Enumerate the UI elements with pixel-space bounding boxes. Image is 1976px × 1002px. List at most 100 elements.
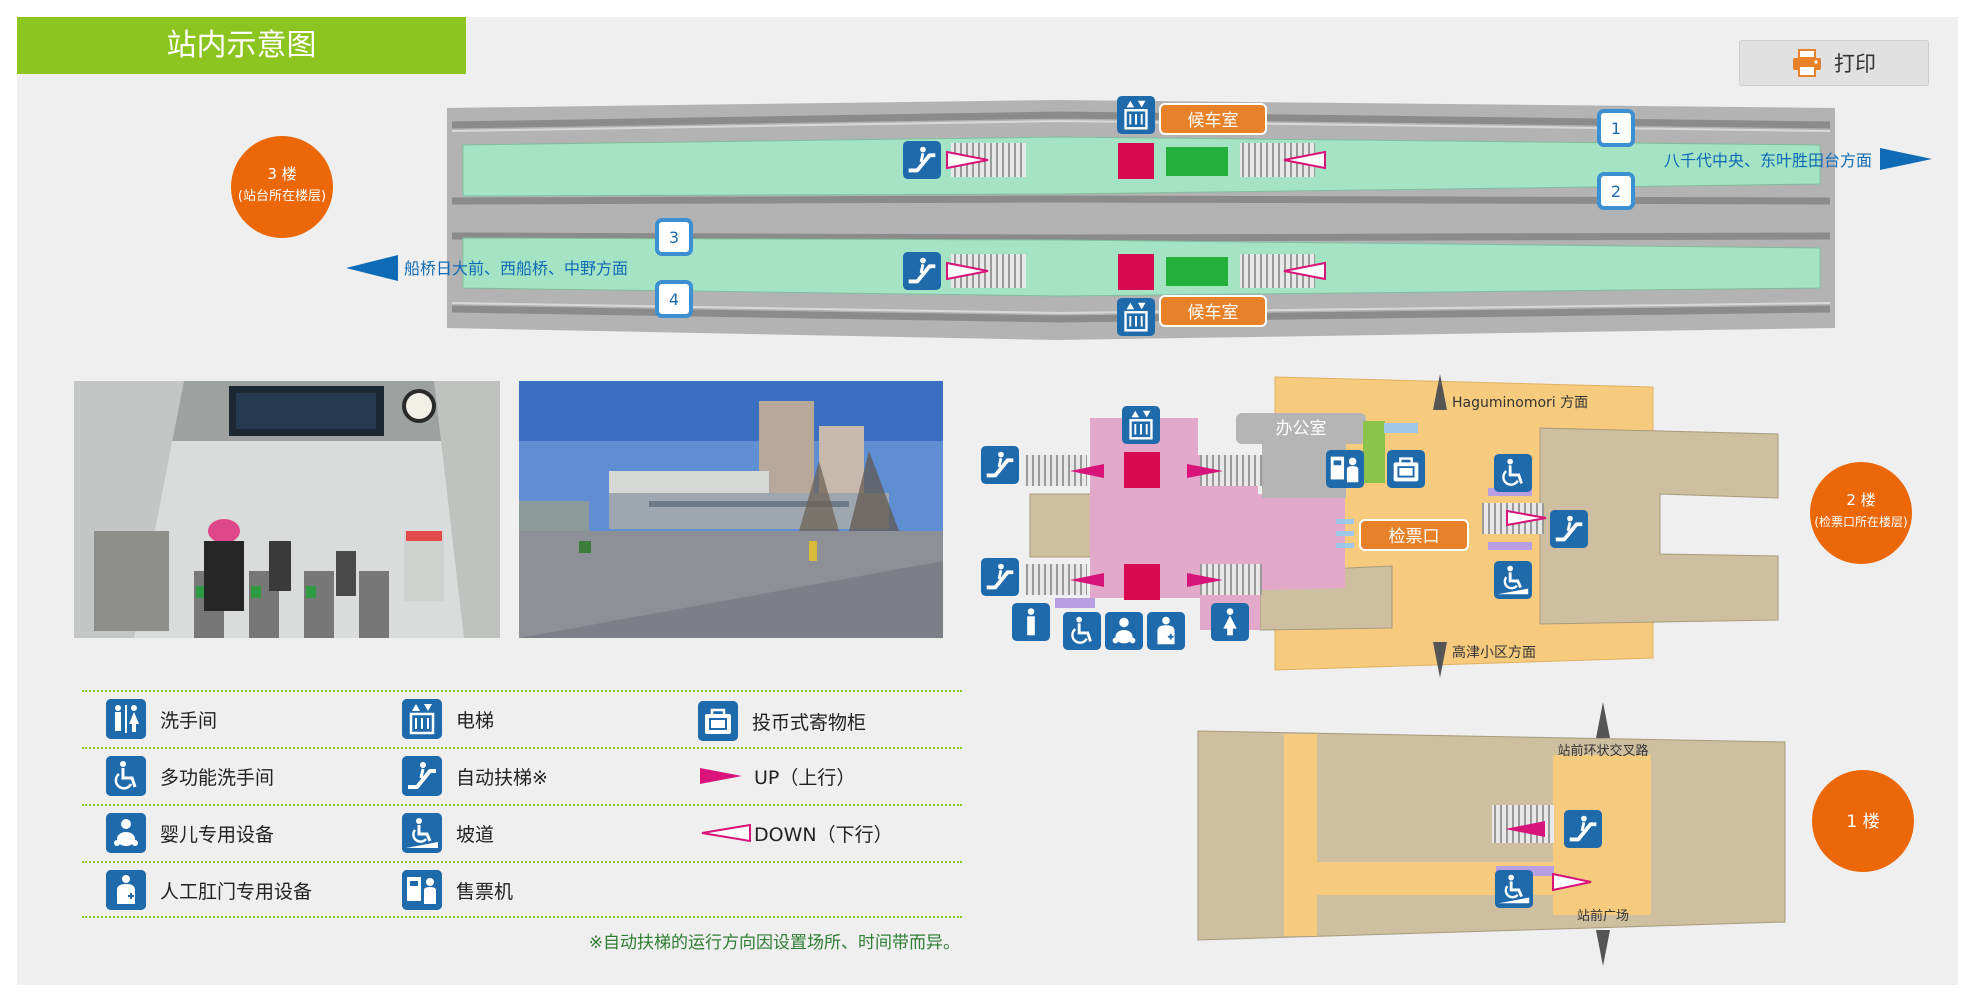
slope-icon: [402, 813, 442, 853]
floor-2f-label: 2 楼: [1846, 491, 1875, 509]
up-arrow: [946, 150, 989, 170]
up-arrow: [1070, 464, 1104, 478]
toilet-icon: [106, 699, 146, 739]
south-arrow: [1433, 642, 1447, 678]
svg-text:2: 2: [1611, 182, 1621, 201]
concourse-2f-map: 办公室 检票口 Hagumi: [981, 374, 1912, 678]
office-block: [1236, 413, 1366, 444]
page-title: 站内示意图: [17, 17, 466, 74]
direction-east-label: 八千代中央、东叶胜田台方面: [1664, 151, 1872, 170]
walkway: [1284, 734, 1317, 936]
legend-row: [82, 804, 962, 861]
up-arrow: [1187, 573, 1223, 587]
rail-line: [451, 119, 1831, 132]
baby-icon: [1105, 612, 1143, 650]
toilet-f-icon: [1211, 603, 1249, 641]
legend-down: DOWN（下行）: [698, 812, 893, 854]
gate-area: [1363, 421, 1385, 483]
baby-icon: [106, 813, 146, 853]
up-arrow: [1505, 821, 1545, 837]
ostomy-icon: [106, 870, 146, 910]
locker-icon: [698, 701, 738, 741]
floor-badge-1f: [1812, 770, 1914, 872]
north-exit-label: 站前环状交叉路: [1557, 743, 1648, 759]
purple-strip: [1488, 488, 1532, 496]
legend-locker: 投币式寄物柜: [698, 700, 866, 742]
legend-row: [82, 861, 962, 918]
stair-block: [1118, 143, 1154, 179]
escalator-icon: [1564, 810, 1602, 848]
print-label: 打印: [1834, 52, 1876, 76]
printer-icon: [1793, 49, 1821, 77]
toilet-m-icon: [1012, 603, 1050, 641]
rail-line: [451, 305, 1831, 323]
elevator-icon: [402, 699, 442, 739]
down-arrow: [1552, 872, 1592, 892]
south-exit-label: 站前广场: [1577, 908, 1629, 924]
wheelchair-icon: [1494, 454, 1532, 492]
svg-text:4: 4: [669, 290, 679, 309]
stair-block: [1166, 147, 1228, 176]
track-number-3: 3: [655, 218, 693, 256]
direction-west-label: 船桥日大前、西船桥、中野方面: [404, 259, 628, 278]
floor-badge-3f: [231, 136, 333, 238]
gate-bar: [1336, 531, 1354, 536]
slope-icon: [1494, 561, 1532, 599]
escalator-icon: [903, 252, 941, 290]
slope-icon: [1495, 870, 1533, 908]
escalator-icon: [981, 558, 1019, 596]
locker-icon: [1387, 450, 1425, 488]
ticket-machine-icon: [402, 870, 442, 910]
waiting-room-bottom: [1159, 295, 1267, 327]
ticket-gate-label: 检票口: [1389, 527, 1440, 547]
floor-2f-sub: (检票口所在楼层): [1814, 514, 1907, 529]
elevator-icon: [1122, 406, 1160, 444]
direction-west-arrow: [346, 255, 398, 281]
up-arrow-icon: [700, 768, 742, 784]
down-arrow: [1506, 509, 1547, 527]
ticket-gate: [1359, 519, 1469, 551]
legend-slope: 坡道: [402, 812, 494, 854]
track-number-4: 4: [655, 280, 693, 318]
rail-line: [451, 302, 1831, 315]
north-arrow: [1433, 374, 1447, 410]
escalator-icon: [402, 756, 442, 796]
photo-station-exterior: [519, 381, 943, 638]
north-direction-label: Haguminomori 方面: [1452, 395, 1588, 411]
waiting-room-bottom-label: 候车室: [1188, 303, 1239, 323]
legend-row: [82, 690, 962, 747]
svg-text:3: 3: [669, 228, 679, 247]
track-number-2: 2: [1597, 172, 1635, 210]
floor-3f-sub: (站台所在楼层): [238, 189, 326, 204]
elevator-icon: [1117, 96, 1155, 134]
purple-strip: [1488, 542, 1532, 550]
waiting-room-top: [1159, 103, 1267, 135]
photo-ticket-gates: [74, 381, 500, 638]
legend-escalator: 自动扶梯※: [402, 755, 548, 797]
print-button[interactable]: 打印: [1739, 40, 1929, 86]
gate-bar: [1336, 543, 1354, 548]
ground-1f-map: 站前环状交叉路 站前广场 1 楼: [1197, 702, 1914, 966]
office-label: 办公室: [1276, 419, 1327, 439]
escalator-icon: [1550, 510, 1588, 548]
south-arrow: [1596, 930, 1610, 966]
waiting-room-top-label: 候车室: [1188, 111, 1239, 131]
down-arrow-icon: [701, 823, 751, 843]
legend-row: [82, 747, 962, 804]
wheelchair-icon: [1063, 612, 1101, 650]
direction-east-arrow: [1880, 148, 1932, 170]
escalator-icon: [981, 446, 1019, 484]
escalator-note: ※自动扶梯的运行方向因设置场所、时间带而异。: [588, 933, 960, 953]
up-arrow: [1070, 573, 1104, 587]
rail-line: [451, 111, 1831, 129]
building-block: [1029, 493, 1093, 558]
floor-badge-2f: [1810, 462, 1912, 564]
svg-text:1: 1: [1611, 119, 1621, 138]
legend-up: UP（上行）: [698, 755, 855, 797]
legend-multi-toilet: 多功能洗手间: [106, 755, 274, 797]
platform-3f-map: 候车室 候车室 1 2 3 4 八千代中央、东叶胜田台方面 船桥日大前、西船桥、…: [231, 96, 1932, 340]
elevator-icon: [1117, 298, 1155, 336]
ostomy-icon: [1147, 612, 1185, 650]
building-block: [1539, 427, 1779, 625]
stair-block: [1118, 254, 1154, 290]
